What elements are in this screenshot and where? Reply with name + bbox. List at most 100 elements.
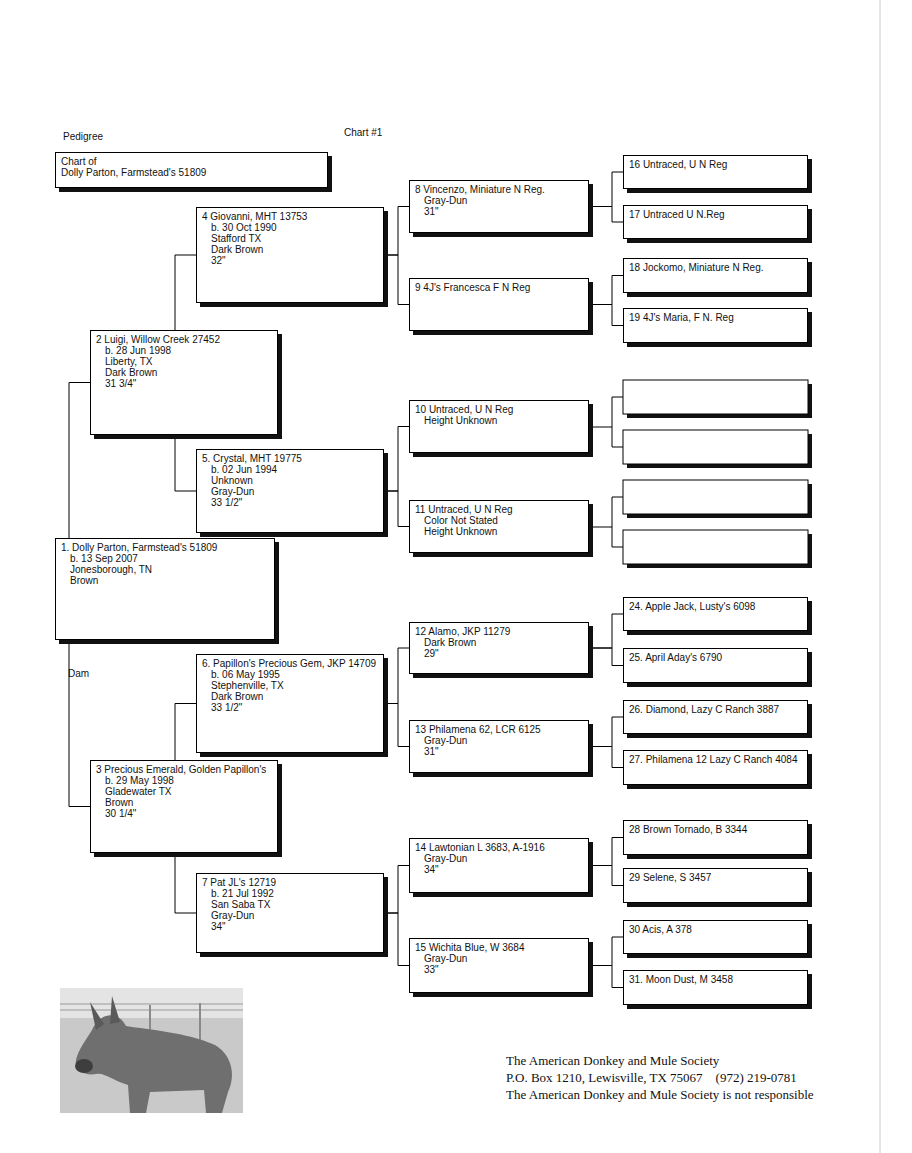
animal-detail: Dolly Parton, Farmstead's 51809 [61,167,322,178]
animal-detail: 34" [202,921,378,932]
animal-detail: Jonesborough, TN [61,564,269,575]
pedigree-connector [384,491,409,527]
animal-detail: 30 1/4" [96,808,272,819]
pedigree-box: 10 Untraced, U N RegHeight Unknown [409,400,589,453]
animal-name: 27. Philamena 12 Lazy C Ranch 4084 [629,754,802,765]
animal-name: 17 Untraced U N.Reg [629,209,802,220]
animal-name: 19 4J's Maria, F N. Reg [629,312,802,323]
animal-detail: Gladewater TX [96,786,272,797]
animal-name: 2 Luigi, Willow Creek 27452 [96,334,272,345]
pedigree-box: 29 Selene, S 3457 [623,868,808,903]
pedigree-connector [175,255,196,330]
pedigree-connector [589,717,623,747]
pedigree-box: 24. Apple Jack, Lusty's 6098 [623,597,808,631]
animal-detail: b. 30 Oct 1990 [202,222,378,233]
animal-detail: b. 13 Sep 2007 [61,553,269,564]
empty-boxes [589,380,812,568]
pedigree-connector [589,937,623,966]
animal-detail: San Saba TX [202,899,378,910]
pedigree-box: 12 Alamo, JKP 11279Dark Brown29" [409,622,589,674]
animal-name: 6. Papillon's Precious Gem, JKP 14709 [202,658,378,669]
pedigree-box: 25. April Aday's 6790 [623,648,808,683]
pedigree-connector [589,207,623,223]
pedigree-connector [589,747,623,768]
animal-detail: Height Unknown [415,526,583,537]
animal-detail: Brown [96,797,272,808]
animal-detail: Gray-Dun [202,486,378,497]
animal-detail: Dark Brown [96,367,272,378]
chart-label: Dam [68,668,89,679]
pedigree-connector [384,704,409,747]
pedigree-box: 17 Untraced U N.Reg [623,205,808,239]
pedigree-box: 3 Precious Emerald, Golden Papillon'sb. … [90,760,278,853]
pedigree-connector [384,866,409,914]
pedigree-connector [69,640,90,807]
pedigree-connector [175,435,196,491]
pedigree-box: 14 Lawtonian L 3683, A-1916Gray-Dun34" [409,838,589,893]
pedigree-connector [384,427,409,492]
pedigree-box: 11 Untraced, U N RegColor Not StatedHeig… [409,500,589,553]
animal-detail: 33" [415,964,583,975]
scan-edge [880,0,881,1153]
chart-heading: Pedigree [63,131,103,142]
animal-name: 7 Pat JL's 12719 [202,877,378,888]
animal-name: 16 Untraced, U N Reg [629,159,802,170]
pedigree-box: 31. Moon Dust, M 3458 [623,970,808,1005]
pedigree-box: 18 Jockomo, Miniature N Reg. [623,258,808,293]
animal-name: 4 Giovanni, MHT 13753 [202,211,378,222]
pedigree-box: 27. Philamena 12 Lazy C Ranch 4084 [623,750,808,785]
animal-detail: 33 1/2" [202,702,378,713]
animal-detail: Stephenville, TX [202,680,378,691]
animal-detail: Unknown [202,475,378,486]
animal-name: 8 Vincenzo, Miniature N Reg. [415,184,583,195]
animal-detail: 29" [415,648,583,659]
animal-detail: Height Unknown [415,415,583,426]
animal-detail: 34" [415,864,583,875]
animal-detail: Gray-Dun [415,853,583,864]
animal-detail: Gray-Dun [415,953,583,964]
pedigree-box: 9 4J's Francesca F N Reg [409,278,589,331]
animal-name: 10 Untraced, U N Reg [415,404,583,415]
pedigree-box: 26. Diamond, Lazy C Ranch 3887 [623,700,808,734]
animal-name: 3 Precious Emerald, Golden Papillon's [96,764,272,775]
pedigree-connector [175,704,196,761]
pedigree-box: 7 Pat JL's 12719b. 21 Jul 1992San Saba T… [196,873,384,953]
animal-detail: 33 1/2" [202,497,378,508]
animal-detail: b. 28 Jun 1998 [96,345,272,356]
pedigree-connector [589,966,623,988]
animal-detail: b. 06 May 1995 [202,669,378,680]
animal-detail: Color Not Stated [415,515,583,526]
animal-detail: Dark Brown [202,244,378,255]
pedigree-box: 6. Papillon's Precious Gem, JKP 14709b. … [196,654,384,753]
animal-detail: 31 3/4" [96,378,272,389]
pedigree-box: 2 Luigi, Willow Creek 27452b. 28 Jun 199… [90,330,278,435]
chart-of-box: Chart ofDolly Parton, Farmstead's 51809 [55,152,328,188]
animal-name: 28 Brown Tornado, B 3344 [629,824,802,835]
animal-name: Chart of [61,156,322,167]
pedigree-connector [589,276,623,305]
pedigree-box: 4 Giovanni, MHT 13753b. 30 Oct 1990Staff… [196,207,384,303]
animal-detail: Dark Brown [415,637,583,648]
pedigree-connector [69,383,90,539]
pedigree-connector [589,648,623,666]
pedigree-box: 5. Crystal, MHT 19775b. 02 Jun 1994Unkno… [196,449,384,533]
animal-name: 26. Diamond, Lazy C Ranch 3887 [629,704,802,715]
animal-detail: Dark Brown [202,691,378,702]
animal-name: 15 Wichita Blue, W 3684 [415,942,583,953]
pedigree-connector [589,866,623,886]
pedigree-box: 16 Untraced, U N Reg [623,155,808,189]
donkey-photo [60,988,243,1113]
animal-detail: 31" [415,746,583,757]
pedigree-box: 15 Wichita Blue, W 3684Gray-Dun33" [409,938,589,993]
society-footer: The American Donkey and Mule Society [506,1053,719,1069]
pedigree-connector [384,207,409,256]
animal-name: 29 Selene, S 3457 [629,872,802,883]
animal-detail: b. 21 Jul 1992 [202,888,378,899]
pedigree-connector [589,838,623,866]
pedigree-connector [589,172,623,207]
animal-name: 14 Lawtonian L 3683, A-1916 [415,842,583,853]
animal-detail: 32" [202,255,378,266]
animal-detail: Stafford TX [202,233,378,244]
pedigree-connector [384,913,409,966]
pedigree-connector [384,255,409,305]
